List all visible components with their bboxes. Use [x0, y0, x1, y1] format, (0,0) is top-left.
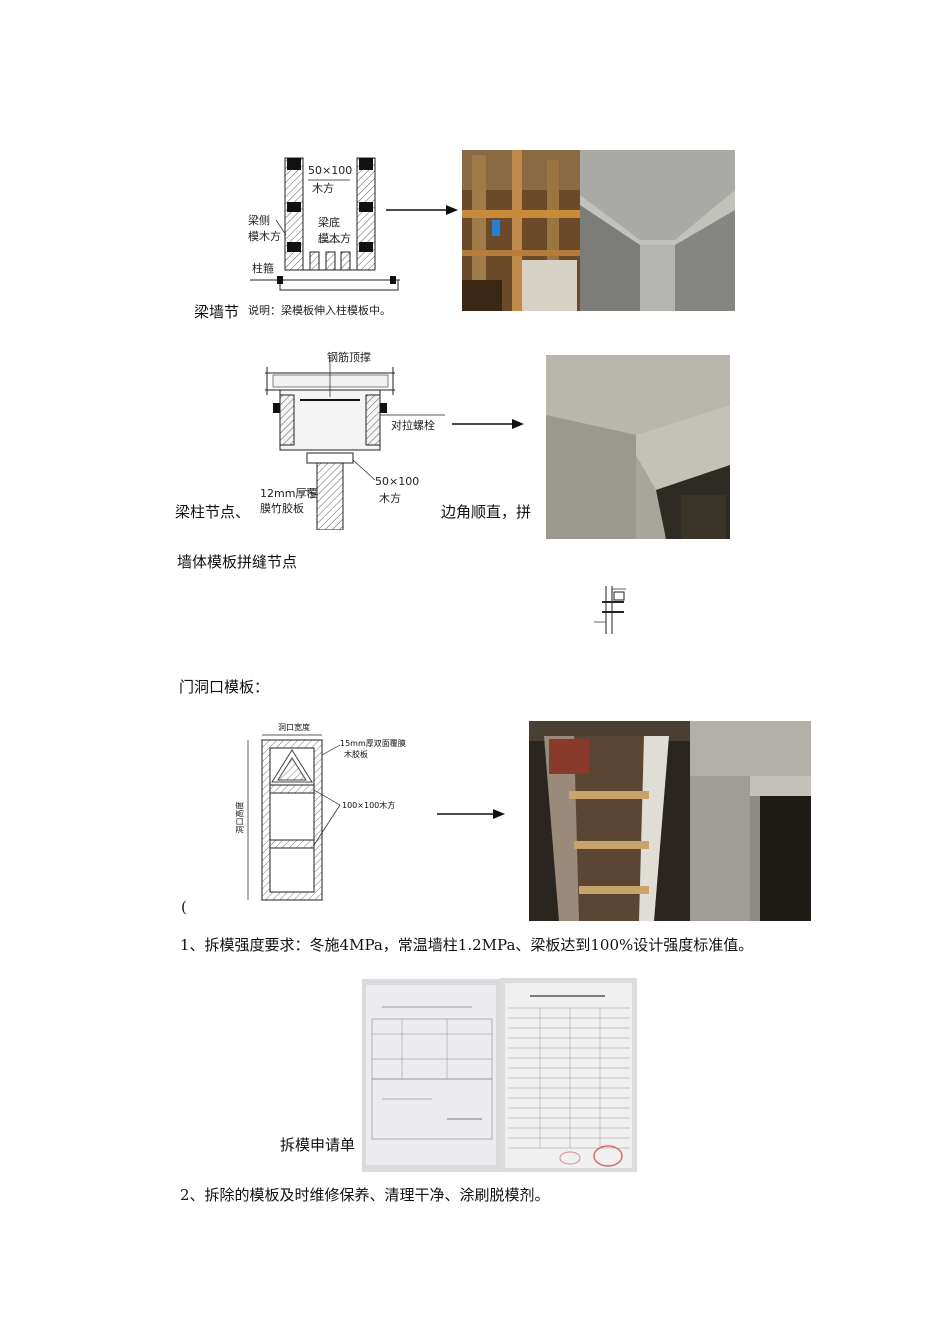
label-column-hoop: 柱箍 [252, 262, 274, 275]
arrow-right-icon [452, 416, 524, 435]
photo-finished-door-opening [690, 721, 811, 921]
wall-joint-detail-diagram [592, 584, 628, 640]
label-beam-side: 梁侧 [248, 214, 270, 227]
label-beam-side-timber: 模木方 [248, 230, 281, 243]
diagram-note: 说明：梁模板伸入柱模板中。 [248, 304, 391, 317]
label-plywood: 12mm厚覆 [260, 487, 318, 500]
label-plywood-2: 木胶板 [344, 750, 368, 759]
item-1-strength-requirement: 1、拆模强度要求：冬施4MPa，常温墙柱1.2MPa、梁板达到100%设计强度标… [180, 936, 754, 954]
label-tie-bolt: 对拉螺栓 [391, 419, 435, 432]
photo-beam-column-node [546, 355, 730, 539]
photo-finished-beam-column [580, 150, 735, 311]
label-timber: 木方 [379, 492, 401, 505]
caption-edges-straight: 边角顺直，拼 [441, 503, 532, 521]
door-opening-formwork-diagram: 洞口宽度 洞口高度 15mm厚双面覆膜 木胶板 100×100木方 [236, 720, 406, 905]
caption-beam-wall: 梁墙节 [194, 303, 240, 321]
stray-mark: ( [181, 898, 187, 916]
beam-formwork-diagram: 50×100 木方 梁侧 模木方 梁底 模木方 柱箍 说明：梁模板伸入柱模板中。 [240, 150, 410, 330]
caption-beam-column-node: 梁柱节点、 [175, 503, 251, 521]
label-timber-size: 50×100 [308, 164, 353, 177]
photo-door-formwork [529, 721, 690, 921]
label-timber: 木方 [312, 182, 334, 195]
heading-wall-joint: 墙体模板拼缝节点 [177, 553, 298, 571]
label-rebar-support: 钢筋顶撑 [327, 351, 371, 364]
photo-form-removal-application [362, 979, 501, 1172]
label-opening-width: 洞口宽度 [278, 723, 310, 732]
label-beam-bottom: 梁底 [318, 216, 340, 229]
item-2-maintenance: 2、拆除的模板及时维修保养、清理干净、涂刷脱模剂。 [180, 1186, 550, 1204]
heading-door-opening: 门洞口模板： [179, 678, 270, 696]
label-timber: 100×100木方 [342, 801, 396, 810]
photo-concrete-strength-report [500, 978, 637, 1172]
label-plywood-2: 膜竹胶板 [260, 502, 304, 515]
arrow-right-icon [386, 202, 458, 221]
label-plywood: 15mm厚双面覆膜 [340, 739, 406, 748]
beam-column-node-diagram: 钢筋顶撑 对拉螺栓 50×100 木方 12mm厚覆 膜竹胶板 [255, 345, 455, 531]
label-opening-height: 洞口高度 [235, 801, 245, 834]
photo-formwork-construction [462, 150, 580, 311]
label-beam-bottom-timber: 模木方 [318, 232, 351, 245]
label-timber-size: 50×100 [375, 475, 420, 488]
caption-form-removal-application: 拆模申请单 [280, 1136, 356, 1154]
arrow-right-icon [437, 806, 505, 825]
